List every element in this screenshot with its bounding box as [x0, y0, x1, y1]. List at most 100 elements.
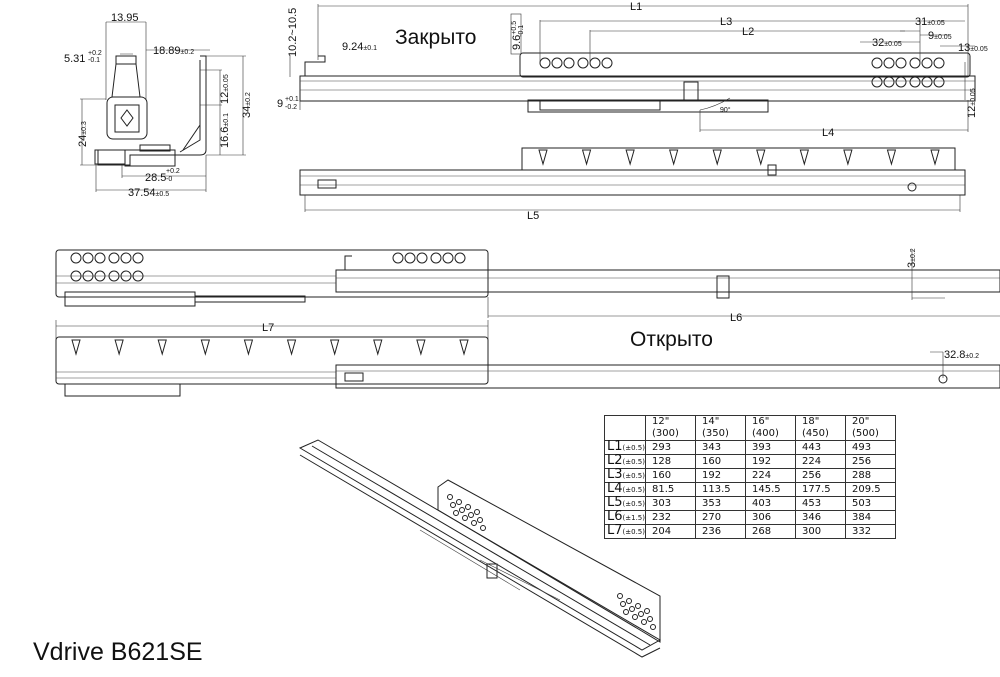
mounting-hole-icon: [430, 252, 442, 264]
mounting-hole-icon: [577, 57, 589, 69]
mounting-hole-icon: [551, 57, 563, 69]
row-tolerance: (±0.5): [622, 486, 645, 494]
mounting-hole-icon: [909, 76, 921, 88]
row-tolerance: (±0.5): [622, 444, 645, 452]
dim-L5: L5: [527, 210, 539, 222]
mounting-hole-icon: [456, 499, 462, 505]
closed-state-label: Закрыто: [395, 26, 476, 49]
mounting-hole-icon: [883, 57, 895, 69]
table-cell: 256: [794, 468, 846, 483]
mounting-hole-icon: [132, 270, 144, 282]
row-tolerance: (±0.5): [622, 500, 645, 508]
dim-32-8: 32.8±0.2: [944, 349, 979, 361]
tooth-mark: [459, 339, 469, 356]
mounting-hole-icon: [895, 76, 907, 88]
tol-minus: -0: [166, 176, 172, 183]
mounting-hole-icon: [82, 252, 94, 264]
table-cell: 224: [794, 454, 846, 469]
mounting-hole-icon: [629, 606, 635, 612]
mounting-hole-icon: [468, 512, 474, 518]
open-slide-bottom: L7 Открыто 32.8±0.2: [55, 320, 1000, 397]
table-cell: 145.5: [744, 482, 796, 497]
table-header-cell: 14"(350): [694, 415, 746, 441]
dim-9b: 9±0.05: [928, 30, 952, 42]
table-cell: 332: [844, 524, 896, 539]
tooth-mark: [71, 339, 81, 356]
mounting-hole-icon: [453, 510, 459, 516]
mounting-hole-icon: [108, 252, 120, 264]
table-cell: 453: [794, 496, 846, 511]
cross-section-profile: [94, 55, 207, 167]
table-header-cell: 20"(500): [844, 415, 896, 441]
open-slide-top: L6 3±0.2: [55, 248, 1000, 324]
mounting-hole-icon: [108, 270, 120, 282]
tooth-mark: [930, 149, 940, 166]
dim-32: 32±0.05: [872, 37, 902, 49]
dim-37-54: 37.54±0.5: [128, 187, 169, 199]
mounting-hole-icon: [601, 57, 613, 69]
mounting-hole-icon: [454, 252, 466, 264]
mounting-hole-icon: [480, 525, 486, 531]
mounting-hole-icon: [638, 611, 644, 617]
mounting-hole-icon: [650, 624, 656, 630]
table-cell: 268: [744, 524, 796, 539]
row-name: L6: [607, 509, 623, 524]
tooth-mark: [330, 339, 340, 356]
mounting-hole-icon: [450, 502, 456, 508]
mounting-hole-icon: [933, 57, 945, 69]
mounting-hole-icon: [921, 76, 933, 88]
open-holes: [70, 252, 466, 282]
mounting-hole-icon: [465, 504, 471, 510]
mounting-hole-icon: [632, 614, 638, 620]
row-tolerance: (±0.5): [622, 458, 645, 466]
dim-9: 9: [277, 98, 283, 110]
table-cell: 403: [744, 496, 796, 511]
mounting-hole-icon: [132, 252, 144, 264]
dim-L3: L3: [720, 16, 732, 28]
table-header-cell: [604, 415, 646, 441]
table-cell: 306: [744, 510, 796, 525]
table-cell: 81.5: [644, 482, 696, 497]
dim-L2: L2: [742, 26, 754, 38]
tooth-mark: [200, 339, 210, 356]
mounting-hole-icon: [626, 598, 632, 604]
row-name: L7: [607, 523, 623, 538]
tol-plus: +0.1: [285, 96, 299, 103]
cross-section-dimensions: 13.95 5.31 +0.2 -0.1 18.89±0.2 12±0.05 3…: [64, 12, 253, 199]
dim-L1: L1: [630, 1, 642, 13]
row-tolerance: (±0.5): [622, 472, 645, 480]
mounting-hole-icon: [563, 57, 575, 69]
mounting-hole-icon: [933, 76, 945, 88]
mounting-hole-icon: [416, 252, 428, 264]
mounting-hole-icon: [404, 252, 416, 264]
table-cell: 343: [694, 440, 746, 455]
tooth-mark: [373, 339, 383, 356]
mounting-hole-icon: [447, 494, 453, 500]
tol-plus: +0.2: [88, 50, 102, 57]
product-title: Vdrive B621SE: [33, 638, 203, 666]
table-cell: 224: [744, 468, 796, 483]
mounting-hole-icon: [82, 270, 94, 282]
mounting-hole-icon: [589, 57, 601, 69]
table-cell: 209.5: [844, 482, 896, 497]
mounting-hole-icon: [474, 509, 480, 515]
row-name: L3: [607, 467, 623, 482]
mounting-hole-icon: [70, 270, 82, 282]
table-cell: 303: [644, 496, 696, 511]
table-cell: 288: [844, 468, 896, 483]
tooth-mark: [538, 149, 548, 166]
mounting-hole-icon: [477, 517, 483, 523]
table-header-cell: 16"(400): [744, 415, 796, 441]
tooth-mark: [756, 149, 766, 166]
table-cell: 160: [644, 468, 696, 483]
table-cell: 443: [794, 440, 846, 455]
tooth-mark: [712, 149, 722, 166]
dim-12b: 12±0.05: [966, 88, 978, 118]
table-cell: 270: [694, 510, 746, 525]
row-tolerance: (±1.5): [622, 514, 645, 522]
table-cell: 192: [744, 454, 796, 469]
mounting-hole-icon: [120, 270, 132, 282]
mounting-hole-icon: [120, 252, 132, 264]
table-cell: 393: [744, 440, 796, 455]
